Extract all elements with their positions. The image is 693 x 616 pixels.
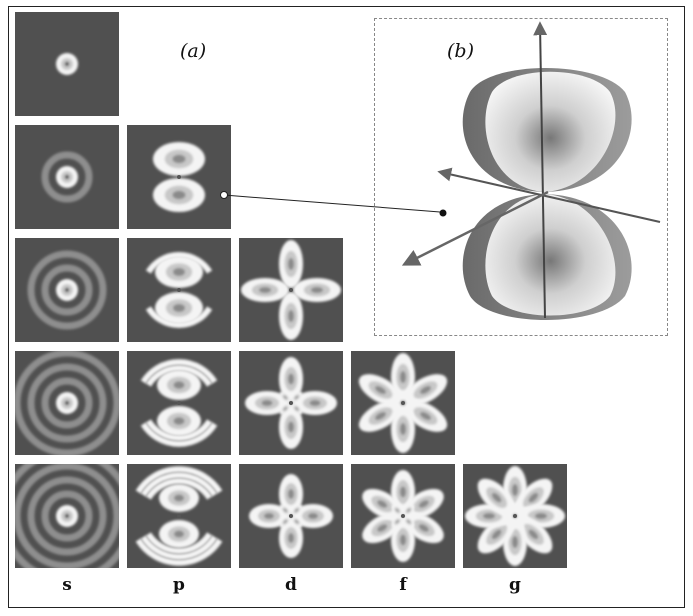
orbital-tile-f-5 xyxy=(351,464,455,568)
column-label-g: g xyxy=(509,575,521,595)
panel-b-label: (b) xyxy=(447,40,474,62)
column-label-d: d xyxy=(285,575,297,595)
orbital-tile-d-4 xyxy=(239,351,343,455)
orbital-tile-g-5 xyxy=(463,464,567,568)
column-label-p: p xyxy=(173,575,185,595)
figure-frame xyxy=(8,6,685,608)
orbital-tile-s-4 xyxy=(15,351,119,455)
orbital-tile-p-5 xyxy=(127,464,231,568)
column-label-f: f xyxy=(399,575,407,595)
panel-a-label: (a) xyxy=(180,40,207,62)
orbital-tile-d-5 xyxy=(239,464,343,568)
panel-b-frame xyxy=(374,18,668,336)
orbital-tile-p-4 xyxy=(127,351,231,455)
orbital-tile-p-2 xyxy=(127,125,231,229)
orbital-tile-p-3 xyxy=(127,238,231,342)
orbital-tile-s-1 xyxy=(15,12,119,116)
orbital-tile-d-3 xyxy=(239,238,343,342)
orbital-tile-s-5 xyxy=(15,464,119,568)
column-label-s: s xyxy=(62,575,72,595)
orbital-tile-s-3 xyxy=(15,238,119,342)
orbital-tile-f-4 xyxy=(351,351,455,455)
orbital-tile-s-2 xyxy=(15,125,119,229)
